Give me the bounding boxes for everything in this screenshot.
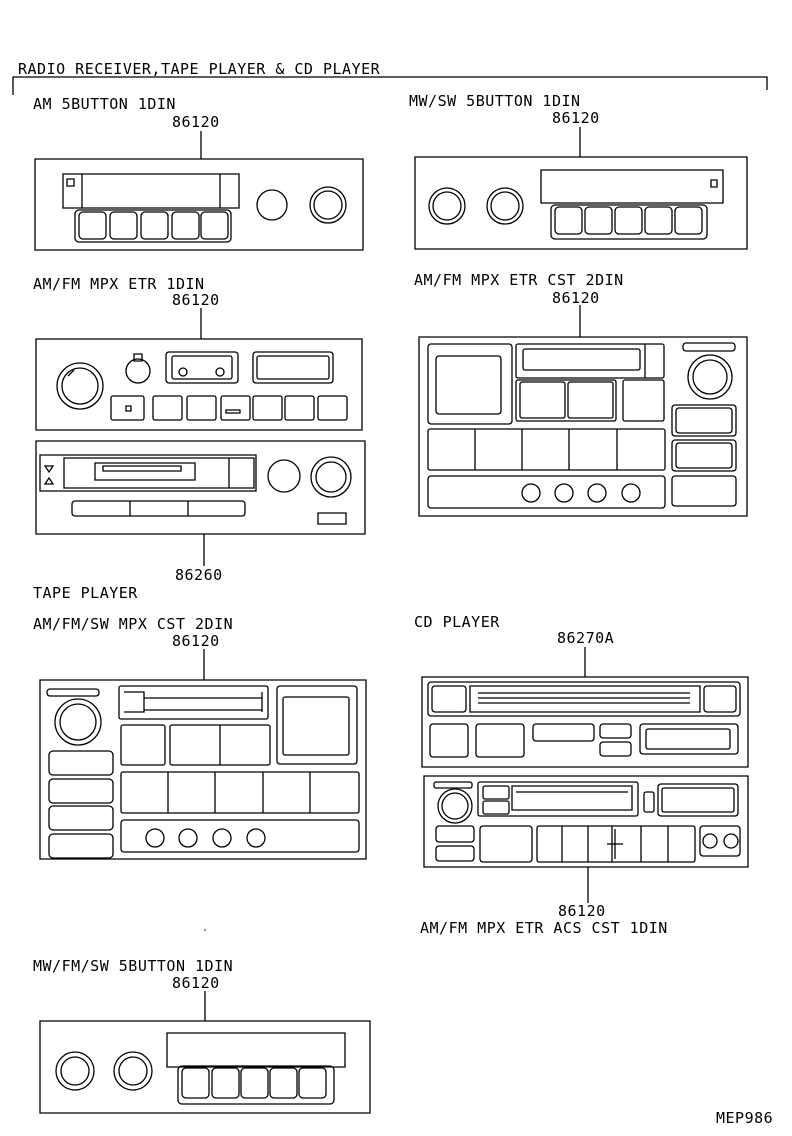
unit-label-cd-player: CD PLAYER: [414, 613, 500, 631]
unit-label-am-fm-etr-cst-2din: AM/FM MPX ETR CST 2DIN: [414, 271, 624, 289]
unit-am-fm-mpx-etr-1din: [36, 308, 362, 430]
faceplate: [36, 441, 365, 534]
display-window: [63, 174, 239, 208]
unit-am-5button-1din: [35, 131, 363, 250]
unit-label-mw-fm-sw-5button: MW/FM/SW 5BUTTON 1DIN: [33, 957, 234, 975]
title-bracket: [13, 77, 767, 95]
unit-label-mw-sw-5button: MW/SW 5BUTTON 1DIN: [409, 92, 581, 110]
preset-buttons: [75, 210, 231, 242]
part-number-mw-fm-sw-5button: 86120: [172, 974, 220, 992]
unit-am-fm-mpx-etr-cst-2din: [419, 305, 747, 516]
unit-am-fm-mpx-etr-acs-cst-1din: [424, 776, 748, 903]
display-window: [640, 724, 738, 754]
knob: [310, 187, 346, 223]
unit-mw-fm-sw-5button-1din: [40, 991, 370, 1113]
knob: [268, 460, 300, 492]
part-number-am-fm-etr-1din: 86120: [172, 291, 220, 309]
part-number-am-fm-etr-cst-2din: 86120: [552, 289, 600, 307]
part-number-tape-player: 86260: [175, 566, 223, 584]
cassette-door: [40, 455, 256, 491]
unit-mw-sw-5button-1din: [415, 127, 747, 249]
part-number-am-fm-sw-cst-2din: 86120: [172, 632, 220, 650]
knob: [257, 190, 287, 220]
unit-label-am-fm-etr-1din: AM/FM MPX ETR 1DIN: [33, 275, 205, 293]
unit-am-fm-sw-mpx-cst-2din: [40, 649, 366, 859]
knob: [311, 457, 351, 497]
part-number-am-5button: 86120: [172, 113, 220, 131]
display-window: [253, 352, 333, 383]
part-number-cd-player: 86270A: [557, 629, 615, 647]
unit-label-tape-player: TAPE PLAYER: [33, 584, 138, 602]
faceplate: [422, 677, 748, 767]
unit-cd-player: [422, 647, 748, 767]
part-number-mw-sw-5button: 86120: [552, 109, 600, 127]
faceplate: [40, 1021, 370, 1113]
part-number-am-fm-etr-acs-cst: 86120: [558, 902, 606, 920]
unit-label-am-fm-etr-acs-cst: AM/FM MPX ETR ACS CST 1DIN: [420, 919, 668, 937]
preset-buttons: [551, 205, 707, 239]
faceplate: [415, 157, 747, 249]
preset-buttons: [178, 1066, 334, 1104]
unit-tape-player: [36, 441, 365, 566]
illustration-code: MEP986: [716, 1109, 774, 1127]
faceplate: [36, 339, 362, 430]
faceplate: [419, 337, 747, 516]
diagram-title: RADIO RECEIVER,TAPE PLAYER & CD PLAYER: [18, 60, 381, 78]
display-window: [541, 170, 723, 203]
display-window: [167, 1033, 345, 1067]
unit-label-am-5button: AM 5BUTTON 1DIN: [33, 95, 176, 113]
faceplate: [40, 680, 366, 859]
unit-label-am-fm-sw-cst-2din: AM/FM/SW MPX CST 2DIN: [33, 615, 234, 633]
faceplate: [424, 776, 748, 867]
faceplate: [35, 159, 363, 250]
